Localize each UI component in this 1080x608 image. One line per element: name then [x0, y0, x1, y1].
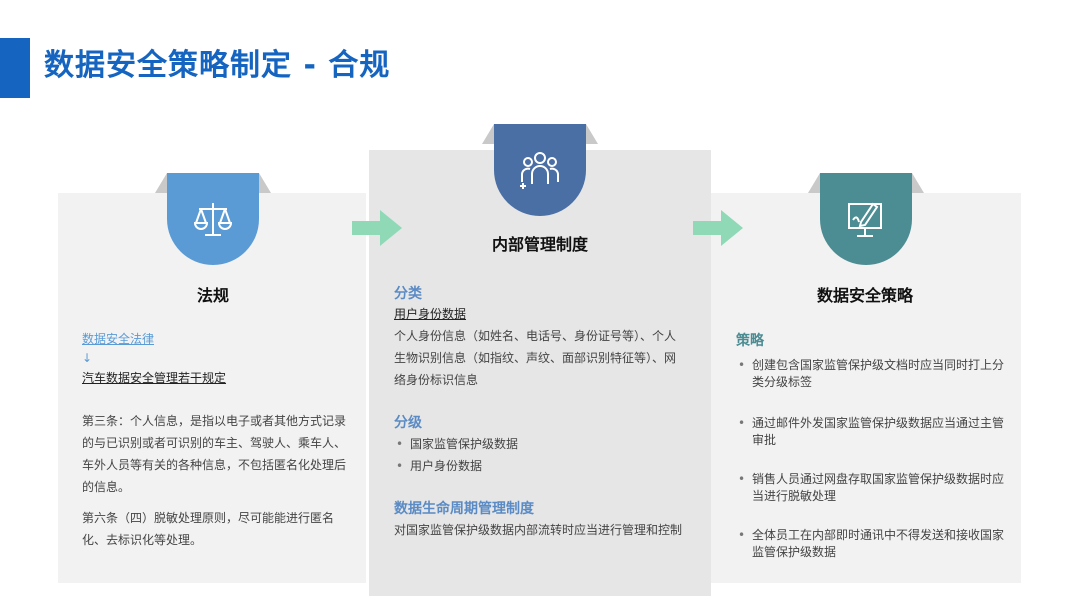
badge-fold-left: [155, 173, 167, 193]
security-strategy-badge: [820, 173, 912, 265]
grading-list: 国家监管保护级数据 用户身份数据: [394, 433, 684, 477]
internal-policy-title: 内部管理制度: [491, 235, 588, 254]
scales-icon: [193, 203, 233, 236]
article-3-text: 第三条：个人信息，是指以电子或者其他方式记录的与已识别或者可识别的车主、驾驶人、…: [82, 414, 347, 494]
flow-arrow-icon: [693, 210, 743, 246]
strategy-list: 创建包含国家监管保护级文档时应当同时打上分类分级标签 通过邮件外发国家监管保护级…: [736, 357, 1004, 561]
auto-data-regulation: 汽车数据安全管理若干规定: [82, 371, 227, 385]
badge-fold-left: [808, 173, 820, 193]
data-security-law-link[interactable]: 数据安全法律: [82, 332, 155, 346]
regulation-badge: [167, 173, 259, 265]
list-item: 国家监管保护级数据: [394, 433, 684, 455]
badge-fold-right: [259, 173, 271, 193]
classification-subheading: 用户身份数据: [394, 307, 467, 321]
grading-heading: 分级: [394, 415, 422, 431]
flow-arrow-icon: [352, 210, 402, 246]
monitor-pen-icon: [848, 202, 882, 237]
list-item: 全体员工在内部即时通讯中不得发送和接收国家监管保护级数据: [736, 527, 1004, 561]
security-strategy-title: 数据安全策略: [816, 286, 913, 305]
internal-policy-badge: [494, 124, 586, 216]
list-item: 用户身份数据: [394, 455, 684, 477]
badge-fold-right: [586, 124, 598, 144]
strategy-heading: 策略: [736, 333, 764, 349]
classification-heading: 分类: [394, 286, 422, 302]
internal-policy-card: [369, 150, 711, 596]
badge-fold-left: [482, 124, 494, 144]
people-group-icon: [520, 152, 559, 189]
page-title: 数据安全策略制定 - 合规: [44, 48, 391, 83]
classification-text: 个人身份信息（如姓名、电话号、身份证号等）、个人生物识别信息（如指纹、声纹、面部…: [394, 329, 677, 387]
list-item: 创建包含国家监管保护级文档时应当同时打上分类分级标签: [736, 357, 1004, 415]
badge-fold-right: [912, 173, 924, 193]
list-item: 销售人员通过网盘存取国家监管保护级数据时应当进行脱敏处理: [736, 471, 1004, 527]
title-accent-bar: [0, 38, 30, 98]
lifecycle-heading: 数据生命周期管理制度: [394, 501, 534, 517]
list-item: 通过邮件外发国家监管保护级数据应当通过主管审批: [736, 415, 1004, 471]
regulation-title: 法规: [196, 286, 229, 305]
lifecycle-text: 对国家监管保护级数据内部流转时应当进行管理和控制: [394, 523, 683, 537]
article-6-text: 第六条（四）脱敏处理原则，尽可能能进行匿名化、去标识化等处理。: [82, 511, 335, 547]
down-arrow-icon: ↓: [82, 351, 93, 365]
